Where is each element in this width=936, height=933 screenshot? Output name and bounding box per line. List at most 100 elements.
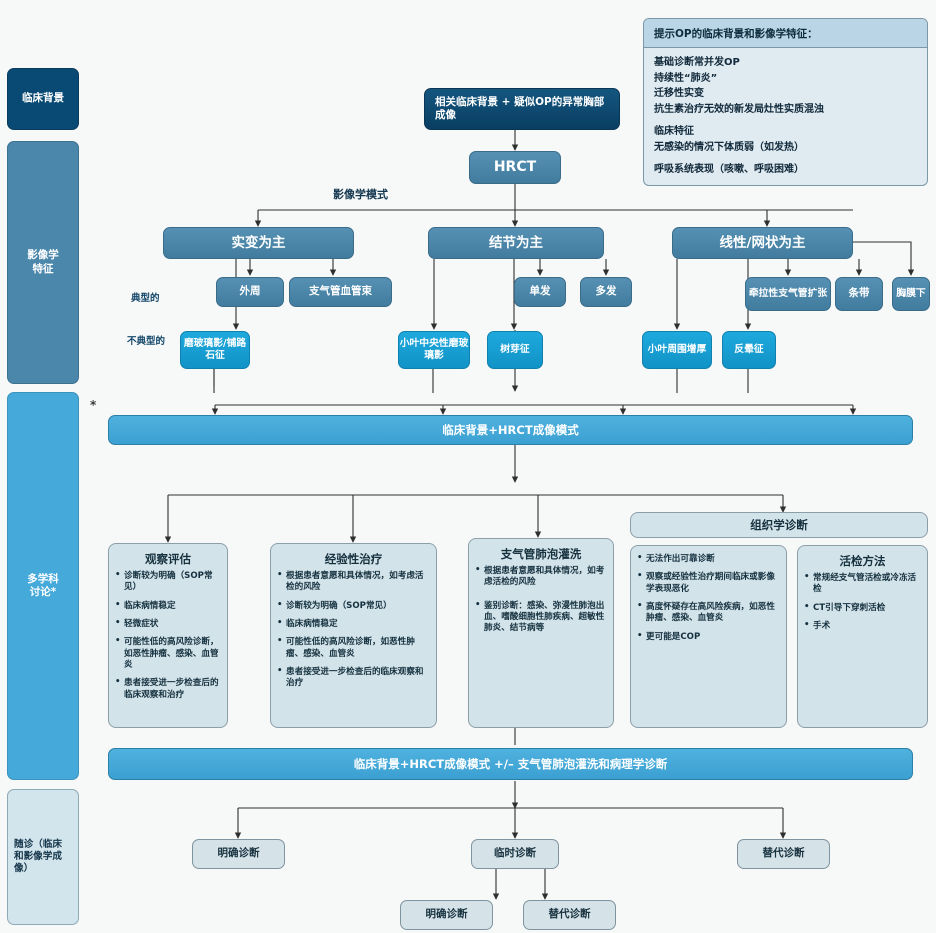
node-typical-solitary: 单发 [514, 277, 566, 307]
node-label: 结节为主 [489, 234, 543, 251]
list-item: 观察或经验性治疗期间临床或影像学表现恶化 [637, 571, 780, 595]
list-item: 常规经支气管活检或冷冻活检 [804, 572, 921, 596]
legend-line: 实验室检查（CRP/ESR升高） [654, 186, 917, 187]
panel-empirical-treatment: 经验性治疗 根据患者意愿和具体情况，如考虑活检的风险 诊断较为明确（SOP常见）… [270, 543, 437, 728]
list-item: 根据患者意愿和具体情况，如考虑活检的风险 [475, 565, 607, 589]
node-typical-peripheral: 外周 [216, 277, 284, 307]
list-item: 患者接受进一步检查后的临床观察和治疗 [115, 677, 221, 701]
list-item: 鉴别诊断：感染、弥漫性肺泡出血、嗜酸细胞性肺疾病、超敏性肺炎、结节病等 [475, 600, 607, 635]
list-item: 可能性低的高风险诊断，如恶性肿瘤、感染、血管炎 [277, 636, 430, 660]
node-outcome-alternative-diagnosis: 替代诊断 [737, 839, 830, 869]
lane-label: 临床背景 [22, 92, 64, 105]
node-atypical-reversed-halo: 反晕征 [722, 331, 776, 369]
node-label: 替代诊断 [548, 908, 591, 921]
list-item: 诊断较为明确（SOP常见） [115, 570, 221, 594]
node-label: 条带 [848, 287, 870, 300]
bar-clinical-hrct-bal-pathology: 临床背景+HRCT成像模式 +/– 支气管肺泡灌洗和病理学诊断 [108, 748, 913, 780]
spacer [654, 118, 917, 125]
panel-title: 观察评估 [145, 552, 191, 566]
node-outcome2-alternative-diagnosis: 替代诊断 [523, 900, 616, 930]
spacer [654, 156, 917, 163]
node-label: 反晕征 [734, 343, 764, 355]
list-item: 临床病情稳定 [115, 600, 221, 612]
panel-histology-header: 组织学诊断 [630, 512, 928, 538]
node-typical-subpleural: 胸膜下 [892, 277, 930, 311]
node-label: 外周 [239, 285, 261, 298]
panel-observation: 观察评估 诊断较为明确（SOP常见） 临床病情稳定 轻微症状 可能性低的高风险诊… [108, 543, 228, 728]
panel-biopsy-methods: 活检方法 常规经支气管活检或冷冻活检 CT引导下穿刺活检 手术 [797, 545, 928, 728]
footnote-asterisk: * [90, 398, 96, 412]
panel-bal: 支气管肺泡灌洗 根据患者意愿和具体情况，如考虑活检的风险 鉴别诊断：感染、弥漫性… [468, 538, 614, 728]
lane-label-line1: 影像学 [27, 249, 59, 262]
spacer [654, 179, 917, 186]
legend-line: 持续性“肺炎” [654, 72, 718, 84]
panel-list: 诊断较为明确（SOP常见） 临床病情稳定 轻微症状 可能性低的高风险诊断，如恶性… [109, 570, 227, 701]
bar-label: 临床背景+HRCT成像模式 +/– 支气管肺泡灌洗和病理学诊断 [353, 756, 668, 771]
node-atypical-perilobular-thickening: 小叶周围增厚 [642, 331, 712, 369]
node-label: 临时诊断 [494, 847, 536, 860]
legend-line: 抗生素治疗无效的新发局灶性实质混浊 [654, 103, 824, 115]
panel-title: 支气管肺泡灌洗 [500, 547, 582, 561]
lane-followup: 随诊（临床 和影像学成 像） [7, 789, 79, 925]
node-label: 明确诊断 [217, 847, 260, 860]
lane-mdt-discussion: 多学科 讨论* [7, 392, 79, 780]
node-label: 树芽征 [500, 343, 530, 355]
node-typical-bronchovascular: 支气管血管束 [289, 277, 392, 307]
node-atypical-tree-in-bud: 树芽征 [487, 331, 543, 369]
node-label: 牵拉性支气管扩张 [748, 287, 828, 299]
list-item: 轻微症状 [115, 618, 221, 630]
lane-clinical-background: 临床背景 [7, 68, 79, 130]
legend-line: 无感染的情况下体质弱（如发热） [654, 141, 804, 153]
lane-label-line2: 特征 [32, 262, 54, 275]
node-pattern-linear-reticular: 线性/网状为主 [672, 227, 853, 259]
list-item: 可能性低的高风险诊断，如恶性肿瘤、感染、血管炎 [115, 636, 221, 671]
list-item: 高度怀疑存在高风险疾病，如恶性肿瘤、感染、血管炎 [637, 601, 780, 625]
node-label: 支气管血管束 [309, 285, 372, 298]
node-label: 多发 [595, 285, 617, 298]
label-text: 不典型的 [127, 336, 166, 347]
legend-line: 迁移性实变 [654, 88, 704, 99]
node-typical-band: 条带 [835, 277, 883, 311]
panel-list: 无法作出可靠诊断 观察或经验性治疗期间临床或影像学表现恶化 高度怀疑存在高风险疾… [631, 553, 786, 643]
node-label: 小叶中央性磨玻璃影 [399, 337, 469, 361]
list-item: 患者接受进一步检查后的临床观察和治疗 [277, 666, 430, 690]
panel-list: 常规经支气管活检或冷冻活检 CT引导下穿刺活检 手术 [798, 572, 927, 632]
lane-imaging-features: 影像学 特征 [7, 141, 79, 384]
node-label: HRCT [493, 158, 537, 175]
legend-title: 提示OP的临床背景和影像学特征： [644, 19, 927, 48]
node-label: 单发 [529, 285, 551, 298]
node-label: 磨玻璃影/铺路石征 [183, 337, 247, 361]
node-label: 胸膜下 [896, 287, 926, 299]
lane-label-line2: 讨论* [29, 586, 57, 598]
node-entry-clinical-context: 相关临床背景 + 疑似OP的异常胸部成像 [424, 88, 620, 130]
node-atypical-centrilobular-ggo: 小叶中央性磨玻璃影 [398, 331, 470, 369]
label-text: 影像学模式 [333, 188, 388, 201]
bar-label: 临床背景+HRCT成像模式 [442, 422, 579, 437]
list-item: 诊断较为明确（SOP常见） [277, 600, 430, 612]
list-item: 临床病情稳定 [277, 618, 430, 630]
node-label: 实变为主 [231, 234, 286, 251]
panel-histology-indications: 无法作出可靠诊断 观察或经验性治疗期间临床或影像学表现恶化 高度怀疑存在高风险疾… [630, 545, 787, 728]
lane-label-line3: 像） [14, 862, 34, 874]
node-outcome-provisional-diagnosis: 临时诊断 [471, 839, 559, 869]
lane-label-line1: 随诊（临床 [14, 839, 62, 851]
node-hrct: HRCT [469, 151, 561, 184]
legend-line: 基础诊断常并发OP [654, 57, 740, 68]
label-atypical: 不典型的 [127, 333, 165, 347]
label-imaging-pattern: 影像学模式 [333, 186, 388, 202]
node-typical-multiple: 多发 [580, 277, 632, 307]
panel-title: 经验性治疗 [324, 552, 383, 566]
node-outcome-definite-diagnosis: 明确诊断 [192, 839, 285, 869]
node-atypical-ggo-crazy-paving: 磨玻璃影/铺路石征 [180, 331, 250, 369]
node-label: 线性/网状为主 [719, 234, 806, 251]
list-item: 手术 [804, 620, 921, 632]
panel-list: 根据患者意愿和具体情况，如考虑活检的风险 诊断较为明确（SOP常见） 临床病情稳… [271, 570, 436, 690]
list-item: 更可能是COP [637, 631, 780, 643]
legend-panel: 提示OP的临床背景和影像学特征： 基础诊断常并发OP 持续性“肺炎” 迁移性实变… [643, 18, 928, 186]
asterisk-text: * [90, 398, 97, 412]
legend-body: 基础诊断常并发OP 持续性“肺炎” 迁移性实变 抗生素治疗无效的新发局灶性实质混… [644, 48, 927, 187]
node-label: 小叶周围增厚 [647, 343, 707, 355]
list-item: CT引导下穿刺活检 [804, 602, 921, 614]
lane-label-line1: 多学科 [27, 572, 59, 585]
